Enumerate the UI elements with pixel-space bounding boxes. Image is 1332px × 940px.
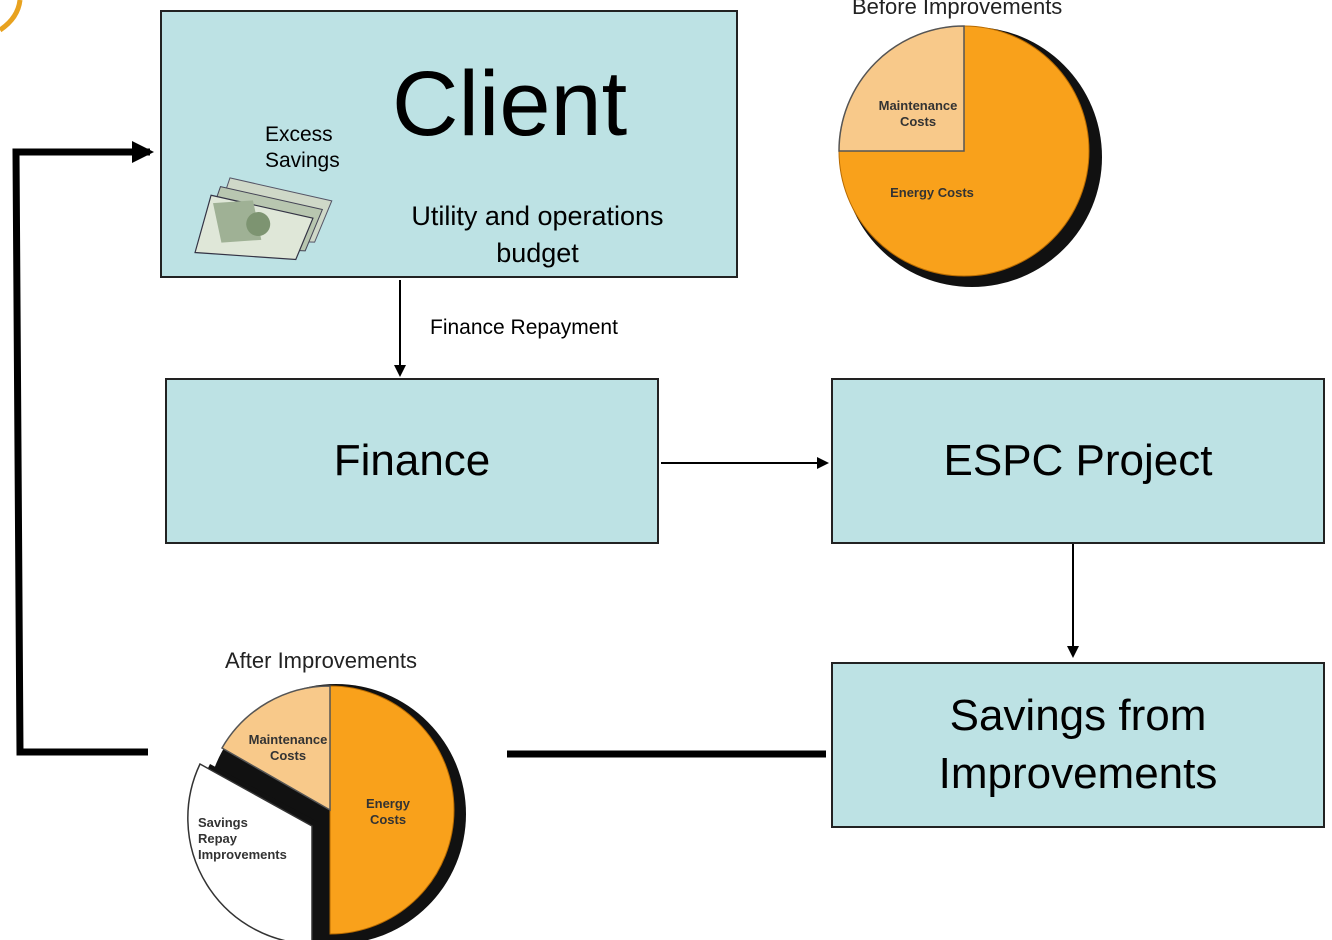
after-maintenance-label-1: Maintenance bbox=[249, 732, 328, 747]
before-maintenance-slice bbox=[838, 25, 965, 152]
client-title: Client bbox=[392, 53, 628, 155]
before-energy-label: Energy Costs bbox=[890, 185, 974, 200]
after-savings-label-2: Repay bbox=[198, 831, 238, 846]
after-energy-label-2: Costs bbox=[370, 812, 406, 827]
feedback-loop-line bbox=[12, 141, 154, 756]
after-pie-title: After Improvements bbox=[225, 648, 417, 673]
espc-project-box: ESPC Project bbox=[831, 378, 1325, 544]
after-savings-label-3: Improvements bbox=[198, 847, 287, 862]
after-energy-slice bbox=[329, 685, 455, 935]
savings-label-line2: Improvements bbox=[938, 749, 1218, 798]
excess-savings-label: Excess Savings bbox=[265, 123, 340, 172]
savings-label-line1: Savings from bbox=[949, 691, 1207, 740]
finance-label: Finance bbox=[333, 436, 491, 485]
before-maintenance-label-2: Costs bbox=[900, 114, 936, 129]
after-maintenance-label-2: Costs bbox=[270, 748, 306, 763]
savings-from-improvements-box: Savings from Improvements bbox=[831, 662, 1325, 828]
before-improvements-pie: Maintenance Costs Energy Costs bbox=[838, 25, 1102, 287]
before-maintenance-label-1: Maintenance bbox=[879, 98, 958, 113]
finance-box: Finance bbox=[165, 378, 659, 544]
after-improvements-pie: Maintenance Costs Energy Costs Savings R… bbox=[187, 684, 466, 940]
espc-project-label: ESPC Project bbox=[943, 436, 1213, 485]
budget-label: Utility and operations budget bbox=[411, 201, 664, 268]
corner-decoration bbox=[0, 0, 23, 33]
after-savings-label-1: Savings bbox=[198, 815, 248, 830]
after-maintenance-slice bbox=[220, 685, 331, 812]
after-savings-slice bbox=[187, 762, 313, 940]
after-energy-label-1: Energy bbox=[366, 796, 411, 811]
before-pie-title: Before Improvements bbox=[852, 0, 1063, 19]
finance-repayment-label: Finance Repayment bbox=[430, 316, 618, 339]
